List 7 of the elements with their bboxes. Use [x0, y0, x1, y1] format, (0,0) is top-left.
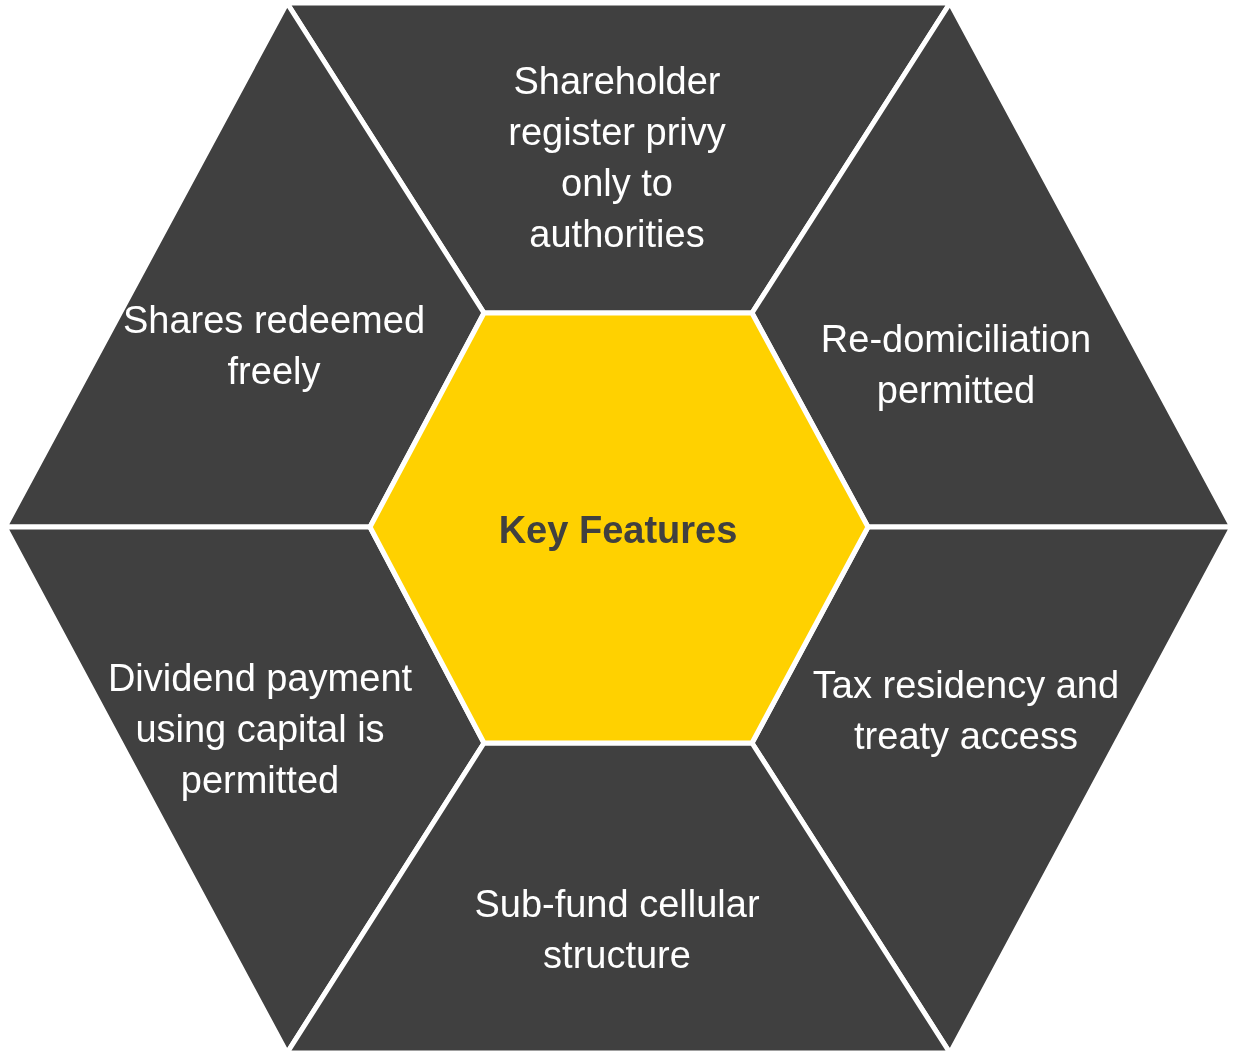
segment-label: Tax residency and treaty access [811, 663, 1121, 759]
segment-label: Sub-fund cellular structure [473, 882, 761, 978]
center-label: Key Features [497, 507, 739, 553]
segment-label: Re-domiciliation permitted [819, 317, 1093, 413]
segment-label: Shareholder register privy only to authorities [507, 59, 727, 257]
segment-label: Shares redeemed freely [121, 298, 427, 394]
segment-label: Dividend payment using capital is permitted [106, 655, 414, 803]
